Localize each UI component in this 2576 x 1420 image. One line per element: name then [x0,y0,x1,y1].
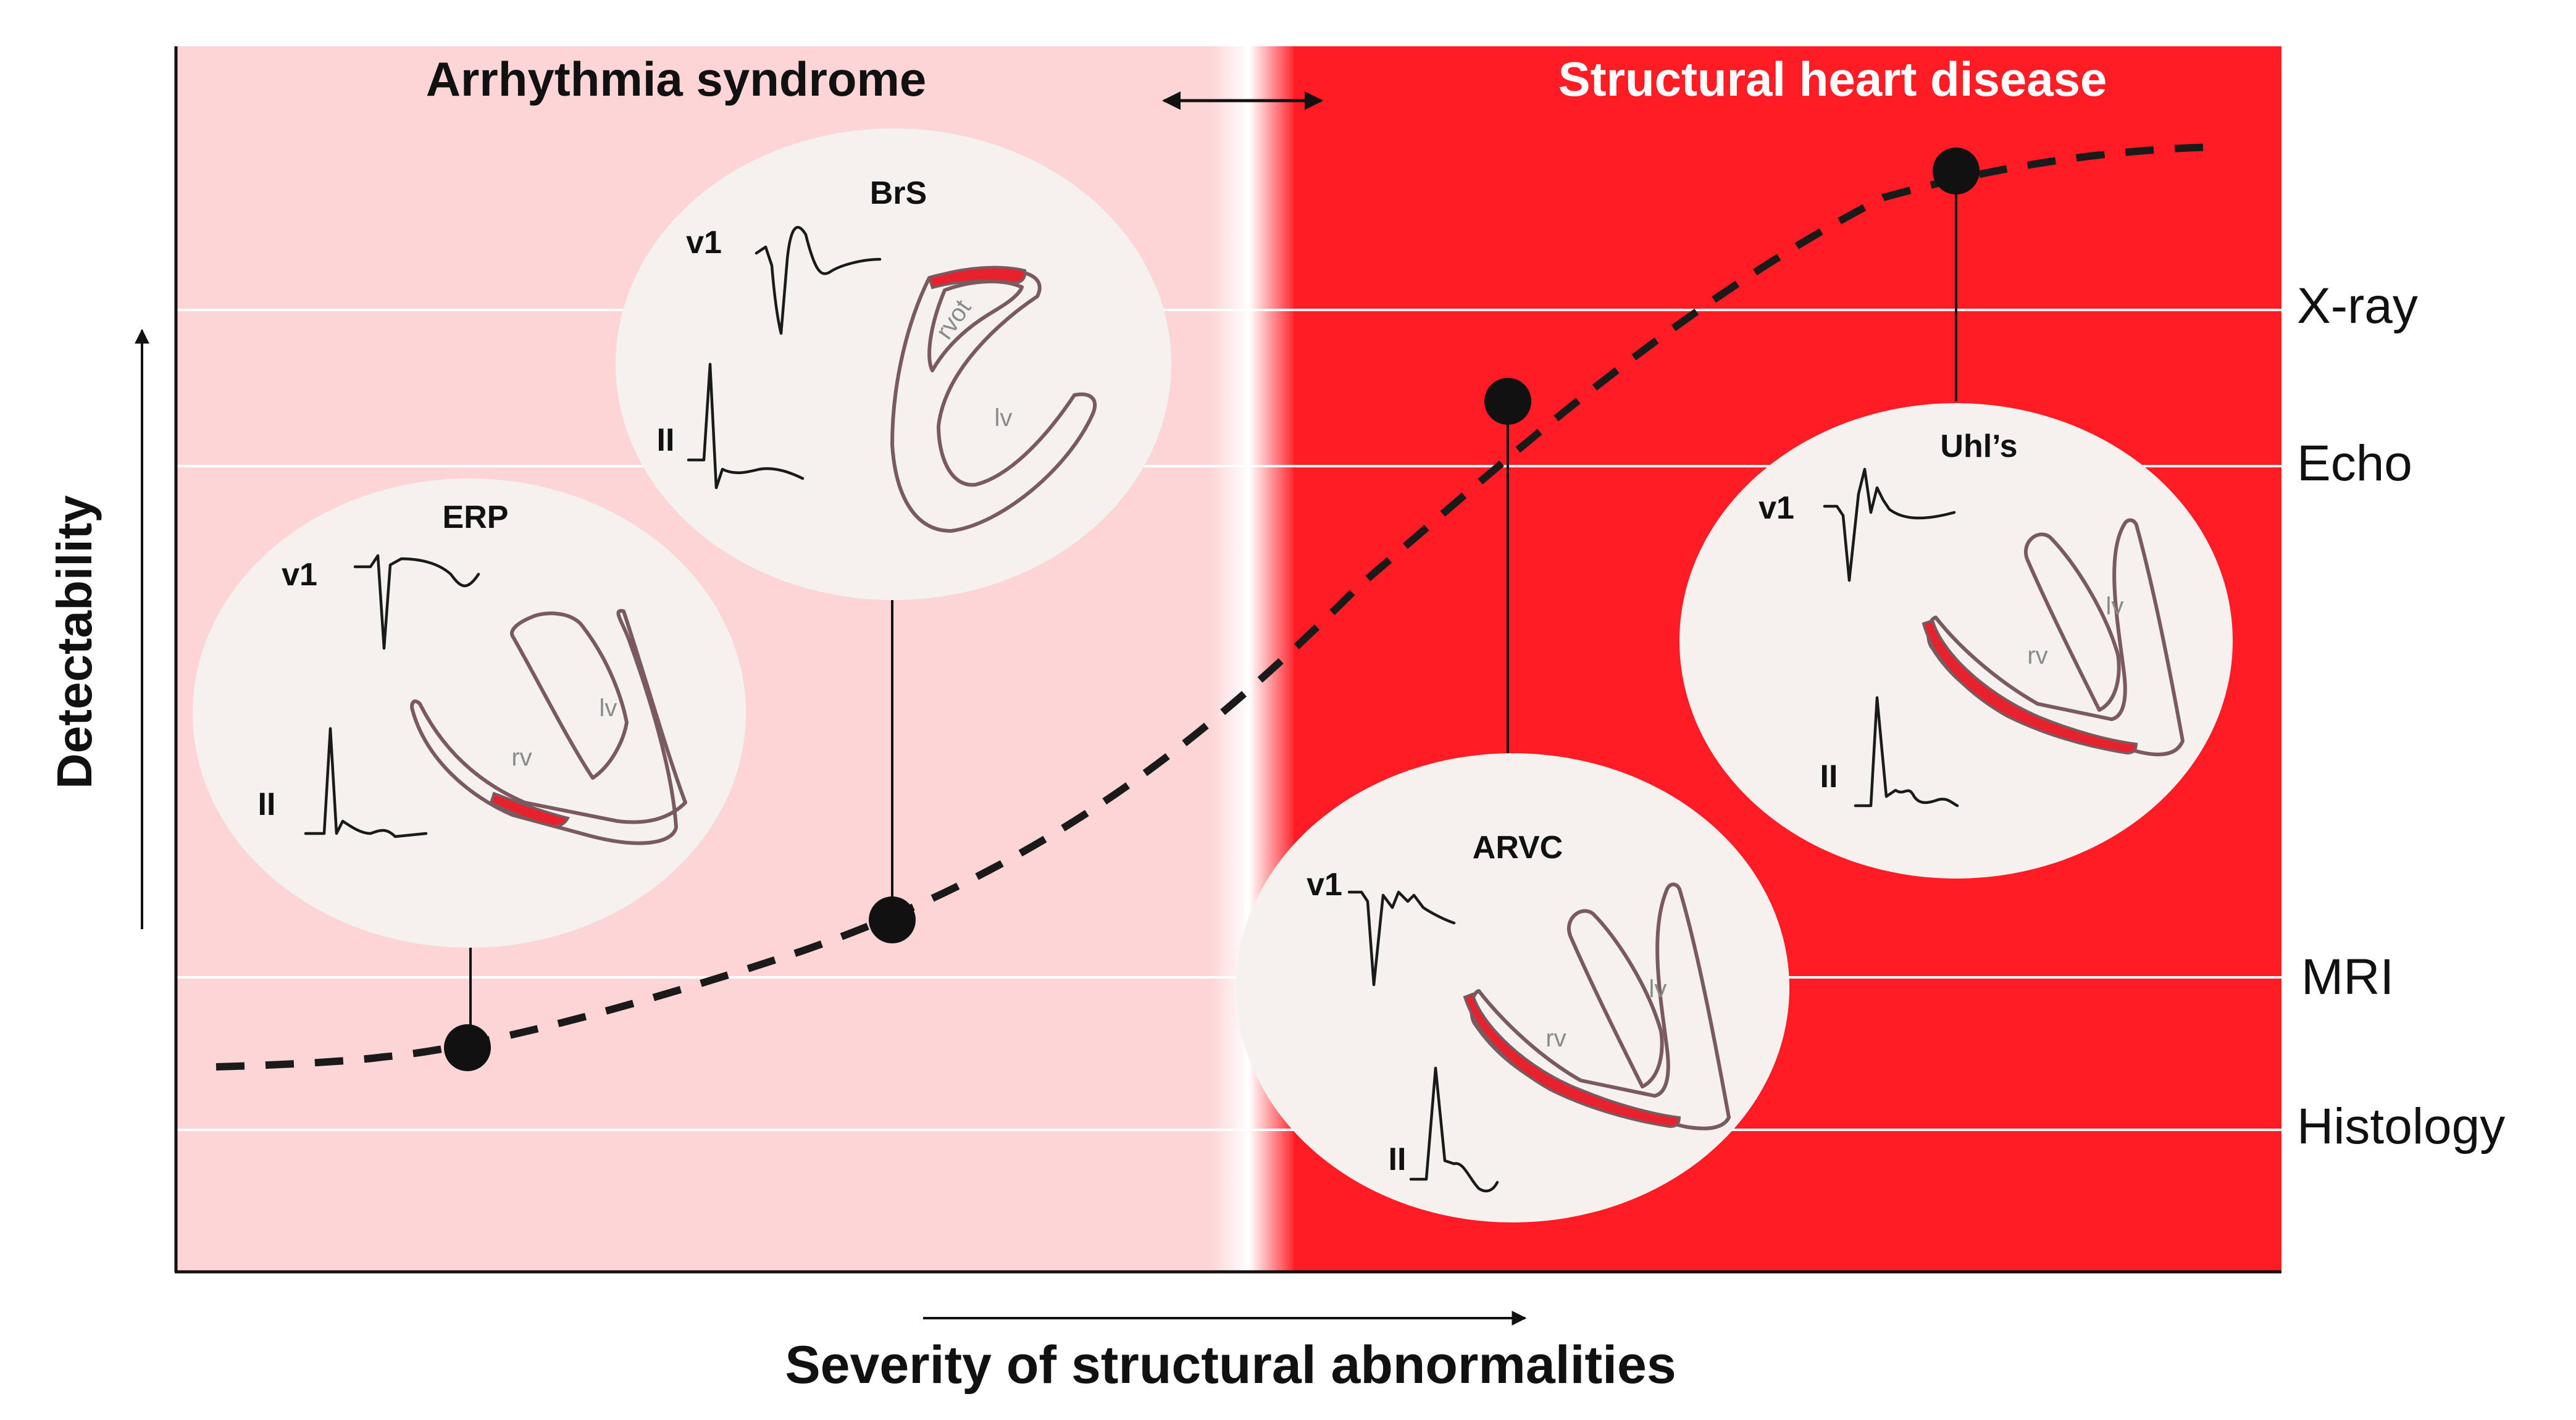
xray-label: X-ray [2297,278,2418,334]
erp-label: ERP [443,499,509,535]
brs-lesion [927,265,1027,290]
erp-lv-label: lv [600,695,617,722]
erp-ii-ecg [304,727,428,838]
brs-v1-label: v1 [686,225,722,261]
x-axis-label: Severity of structural abnormalities [785,1335,1676,1395]
erp-bubble: ERP v1 II lv rv [193,478,746,948]
brs-ii-label: II [657,422,675,458]
detectability-curve [215,143,2217,1071]
arrhythmia-title: Arrhythmia syndrome [426,52,927,106]
uhls-v1-ecg [1823,467,1956,582]
arvc-ii-label: II [1389,1142,1407,1177]
histology-label: Histology [2297,1098,2505,1155]
arvc-rv-label: rv [1545,1025,1566,1052]
arvc-lv-label: lv [1649,975,1667,1003]
erp-lesion [489,791,570,828]
arvc-ii-ecg [1409,1066,1499,1193]
arvc-v1-label: v1 [1307,867,1342,903]
structural-title: Structural heart disease [1558,52,2107,106]
arvc-label: ARVC [1473,830,1563,866]
echo-label: Echo [2297,435,2412,491]
uhls-rv-label: rv [2027,642,2047,669]
uhls-point [1933,148,1980,194]
y-axis-label: Detectability [47,495,102,789]
uhls-ii-ecg [1854,696,1959,808]
erp-rv-label: rv [511,744,532,771]
uhls-v1-label: v1 [1758,490,1794,526]
arvc-point [1484,378,1531,425]
uhls-lv-label: lv [2106,593,2124,620]
uhls-lesion [1922,619,2138,755]
erp-v1-ecg [353,554,480,650]
uhls-label: Uhl’s [1940,428,2017,464]
uhls-lv-cavity [2023,532,2121,712]
arvc-lesion [1463,992,1681,1129]
uhls-ii-label: II [1820,759,1838,795]
arvc-v1-ecg [1347,890,1456,987]
erp-lv-cavity [510,611,629,780]
brs-heart-outline [890,267,1097,533]
brs-v1-ecg [755,225,882,335]
erp-heart-outline [410,609,687,845]
brs-point [869,896,916,943]
brs-ii-ecg [687,362,805,490]
erp-ii-label: II [258,787,276,822]
arvc-heart-outline [1470,882,1731,1130]
erp-point [444,1024,491,1071]
erp-v1-label: v1 [282,557,317,593]
brs-lv-label: lv [995,404,1013,432]
uhls-bubble: Uhl’s v1 II lv rv [1679,403,2233,879]
arvc-bubble: ARVC v1 II lv rv [1236,753,1789,1222]
mri-label: MRI [2301,949,2394,1005]
brs-label: BrS [870,175,927,211]
arvc-lv-cavity [1566,909,1664,1088]
brs-bubble: BrS v1 II rvot lv [616,128,1171,600]
